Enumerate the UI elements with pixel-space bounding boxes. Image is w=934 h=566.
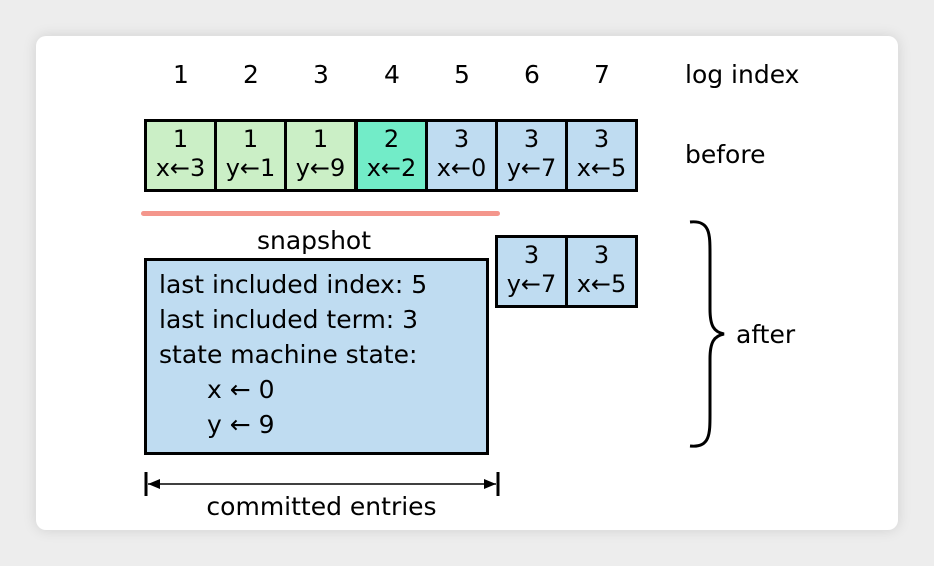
after-brace — [689, 220, 725, 448]
before-entry-term: 3 — [453, 125, 470, 153]
log-index-1: 1 — [173, 60, 189, 89]
committed-entries-label: committed entries — [206, 492, 437, 521]
log-index-3: 3 — [313, 60, 329, 89]
after-entry-term: 3 — [593, 241, 610, 269]
after-entry-command: x←5 — [576, 270, 627, 298]
before-entry-command: y←7 — [506, 154, 557, 182]
before-entry-term: 1 — [312, 125, 329, 153]
after-entry-term: 3 — [523, 241, 540, 269]
snapshot-underline — [141, 211, 500, 216]
before-entry-term: 1 — [172, 125, 189, 153]
before-entry-command: x←0 — [436, 154, 487, 182]
before-entry-term: 3 — [593, 125, 610, 153]
snapshot-last-included-term: last included term: 3 — [159, 305, 419, 334]
snapshot-box: last included index: 5 last included ter… — [144, 258, 489, 455]
after-label: after — [736, 320, 796, 349]
snapshot-state-x: x ← 0 — [207, 375, 275, 404]
before-entry-command: x←5 — [576, 154, 627, 182]
before-entry-command: x←2 — [366, 154, 417, 182]
before-entry-term: 1 — [242, 125, 259, 153]
before-entry-term: 2 — [383, 125, 400, 153]
before-entry-command: y←1 — [225, 154, 276, 182]
before-entry-term: 3 — [523, 125, 540, 153]
before-entry-command: x←3 — [155, 154, 206, 182]
before-entry-command: y←9 — [295, 154, 346, 182]
before-label: before — [685, 140, 766, 169]
committed-span-arrow — [144, 472, 500, 496]
log-index-label: log index — [685, 60, 800, 89]
log-index-7: 7 — [594, 60, 610, 89]
snapshot-state-y: y ← 9 — [207, 410, 275, 439]
after-entry-command: y←7 — [506, 270, 557, 298]
log-index-5: 5 — [454, 60, 470, 89]
snapshot-last-included-index: last included index: 5 — [159, 270, 428, 299]
log-index-6: 6 — [524, 60, 540, 89]
snapshot-title: snapshot — [256, 226, 372, 255]
log-index-2: 2 — [243, 60, 259, 89]
log-index-4: 4 — [384, 60, 400, 89]
snapshot-state-heading: state machine state: — [159, 340, 418, 369]
